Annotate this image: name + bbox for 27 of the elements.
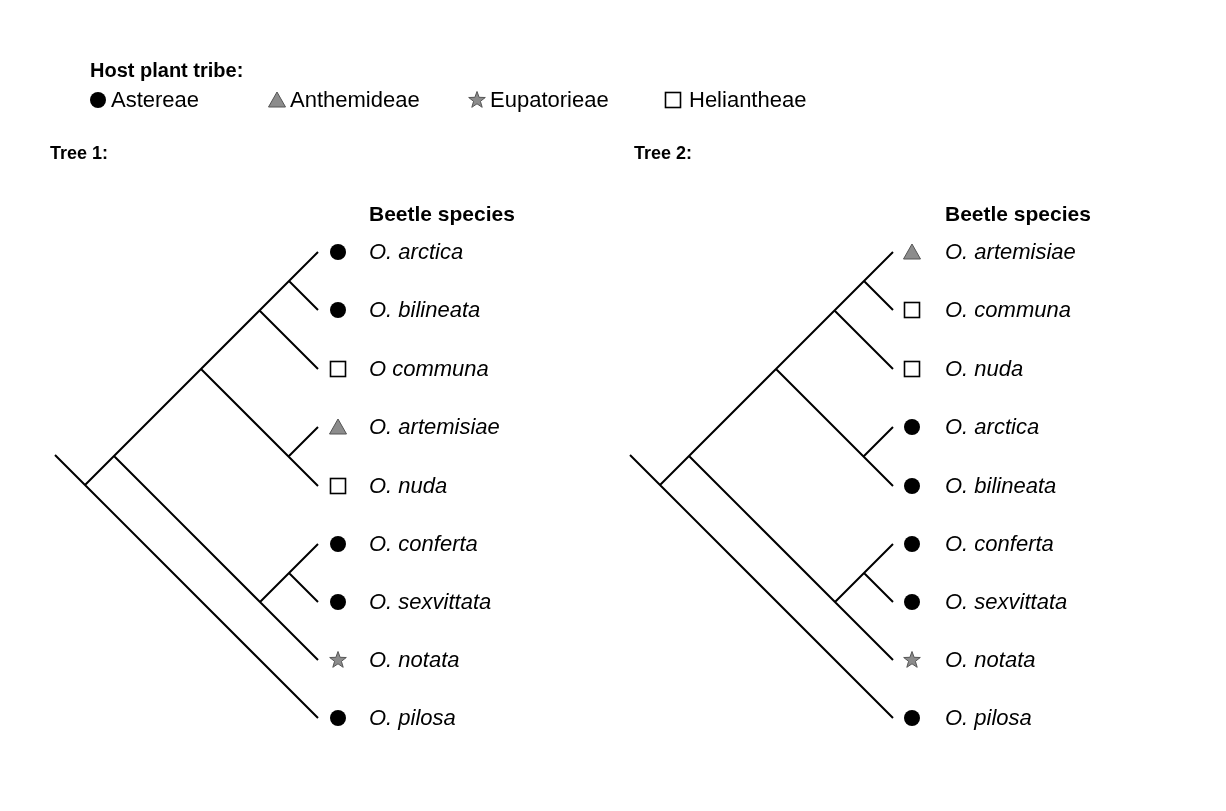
legend-label: Anthemideae [290,87,420,113]
species-name: O. arctica [945,414,1040,440]
species-name: O. bilineata [945,473,1057,499]
species-name: O. sexvittata [369,589,492,615]
column-heading: Beetle species [369,201,515,227]
legend-label: Eupatorieae [490,87,609,113]
species-name: O. conferta [945,531,1054,557]
legend-title: Host plant tribe: [90,58,244,82]
species-name: O. notata [369,647,460,673]
species-name: O. nuda [369,473,448,499]
tree-title: Tree 1: [50,142,109,164]
species-name: O. arctica [369,239,464,265]
species-name: O. artemisiae [369,414,500,440]
species-name: O. sexvittata [945,589,1068,615]
legend-label: Astereae [111,87,200,113]
species-name: O. communa [945,297,1071,323]
tree-title: Tree 2: [634,142,693,164]
species-name: O. conferta [369,531,478,557]
species-name: O. bilineata [369,297,481,323]
legend-label: Heliantheae [689,87,807,113]
species-name: O. artemisiae [945,239,1076,265]
species-name: O. pilosa [369,705,456,731]
species-name: O communa [369,356,489,382]
species-name: O. nuda [945,356,1024,382]
species-name: O. pilosa [945,705,1032,731]
species-name: O. notata [945,647,1036,673]
column-heading: Beetle species [945,201,1091,227]
